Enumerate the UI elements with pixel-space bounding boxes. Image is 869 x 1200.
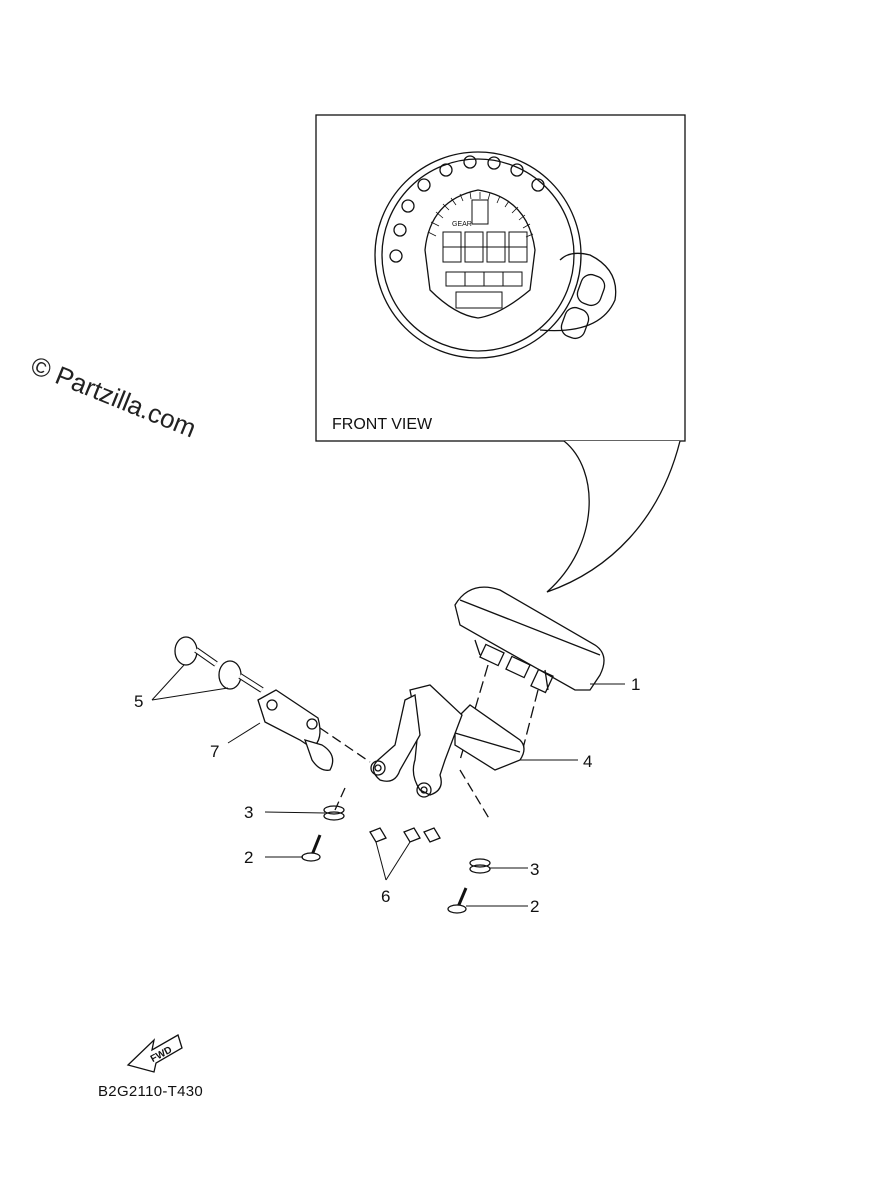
- callout-1: 1: [631, 675, 641, 694]
- tachometer-ticks: [427, 191, 534, 238]
- lcd-display: [424, 189, 536, 319]
- bolt-part-5b: [218, 660, 264, 693]
- meter-inner-ring: [381, 158, 575, 352]
- clip-dash: [319, 727, 371, 763]
- indicator-lamps: [389, 155, 545, 263]
- gear-label: GEAR: [452, 221, 472, 228]
- meter-outer-ring: [374, 151, 582, 359]
- screw-part-2b: [447, 887, 468, 914]
- meter-front-view: GEAR: [374, 151, 617, 359]
- callout-6: 6: [381, 887, 391, 906]
- main-bracket: [370, 684, 463, 798]
- leader-lines: [151, 664, 625, 907]
- front-view-label: FRONT VIEW: [332, 416, 433, 433]
- meter-button-lower: [560, 306, 590, 340]
- meter-assembly: [454, 586, 605, 694]
- washer-part-3a: [323, 805, 345, 821]
- callout-5: 5: [134, 692, 144, 711]
- washer-part-3b: [469, 858, 491, 874]
- front-view-frame: [315, 114, 686, 442]
- callout-2: 2: [244, 848, 254, 867]
- lcd-digits: [442, 199, 528, 309]
- screw-part-2a: [301, 834, 322, 862]
- bracket-part-7: [257, 689, 334, 771]
- callout-3: 3: [530, 860, 540, 879]
- bracket-part-4: [454, 704, 525, 771]
- bolt-part-5a: [174, 636, 218, 667]
- callout-3: 3: [244, 803, 254, 822]
- grommet-part-6: [369, 827, 441, 843]
- callout-pointer: [546, 440, 681, 593]
- callout-7: 7: [210, 742, 220, 761]
- meter-button-upper: [576, 273, 606, 307]
- diagram-code: B2G2110-T430: [98, 1083, 204, 1100]
- callout-4: 4: [583, 752, 593, 771]
- bolt-path-dash: [334, 769, 491, 821]
- fwd-arrow: [126, 1034, 183, 1073]
- callout-2: 2: [530, 897, 540, 916]
